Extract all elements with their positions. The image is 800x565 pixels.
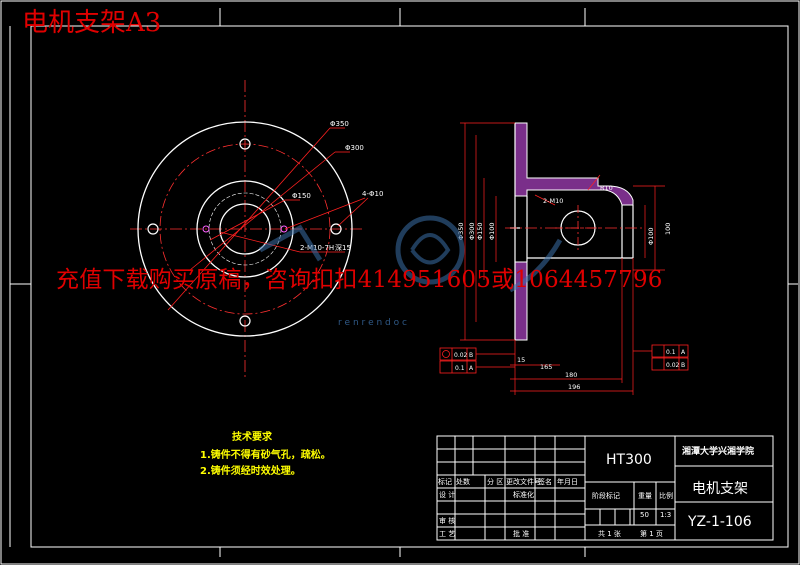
tb-scale-label: 比例 (659, 492, 673, 500)
sec-dim-8: 180 (565, 371, 577, 379)
school-label: 湘潭大学兴湘学院 (682, 447, 755, 457)
tb-scale-value: 1:3 (660, 511, 672, 519)
tb-row-4: 批 准 (513, 530, 530, 538)
sec-dim-4: 2-M10 (543, 197, 563, 205)
tb-sheets-total: 共 1 张 (598, 530, 621, 538)
tol-left-1: B (469, 352, 473, 359)
tb-row-3: 工 艺 (439, 530, 456, 538)
tb-header-5: 年月日 (557, 478, 578, 486)
border-ticks (9, 8, 798, 557)
tb-header-4: 签名 (538, 478, 552, 486)
tol-left-2: 0.1 (455, 365, 465, 372)
tol-right-0: 0.1 (666, 349, 676, 356)
front-label-1: Φ300 (345, 144, 364, 152)
tb-sheet-no: 第 1 页 (640, 530, 663, 538)
tech-requirements-title: 技术要求 (232, 432, 272, 443)
tb-row-2: 审 核 (439, 517, 456, 525)
sec-dim-5: R10 (600, 184, 613, 192)
tap-hole-left (202, 225, 210, 233)
drawing-number: YZ-1-106 (688, 514, 752, 530)
sec-dim-1: Φ300 (468, 222, 476, 240)
section-view: Φ350 Φ300 Φ150 Φ100 2-M10 R10 15 165 180… (439, 122, 689, 395)
tol-left-0: 0.02 (454, 352, 468, 359)
tol-left-3: A (469, 365, 474, 372)
front-label-5: 2-M10-7H (300, 244, 334, 252)
bolt-circle (159, 143, 331, 315)
bolt-hole-bottom (239, 315, 251, 327)
sec-dim-2: Φ150 (476, 222, 484, 240)
section-upper (514, 122, 634, 206)
bore-circle (219, 203, 271, 255)
tb-row-1: 标准化 (513, 491, 534, 499)
bolt-hole-left (147, 223, 159, 235)
drawing-frame (30, 25, 789, 548)
sec-dim-3: Φ100 (488, 222, 496, 240)
tb-weight-label: 重量 (638, 492, 652, 500)
page-title: 电机支架A3 (22, 8, 162, 38)
outer-flange-circle (137, 121, 353, 337)
tolerance-right (633, 344, 689, 371)
watermark-logo (258, 215, 563, 293)
bolt-hole-top (239, 138, 251, 150)
tb-header-0: 标记 (438, 478, 452, 486)
watermark-site: r e n r e n d o c (338, 318, 407, 328)
sec-dim-7: 165 (540, 363, 552, 371)
tb-row-0: 设 计 (439, 491, 456, 499)
promo-banner: 充值下载购买原稿，咨询扣扣414951605或1064457796 (56, 267, 663, 293)
tol-right-3: B (681, 362, 685, 369)
front-label-4: 4-Φ10 (362, 190, 383, 198)
tb-stage-label: 阶段标记 (592, 492, 620, 500)
front-label-2: Φ150 (292, 192, 311, 200)
tap-hole-right (280, 225, 288, 233)
front-label-6: 深15 (335, 243, 351, 252)
tb-header-3: 更改文件号 (506, 478, 541, 486)
sec-dim-0: Φ350 (457, 222, 465, 240)
sec-dim-9: 196 (568, 383, 580, 391)
material-label: HT300 (606, 452, 652, 468)
tb-header-1: 处数 (456, 478, 470, 486)
front-view: Φ350 Φ300 Φ150 4-Φ10 2-M10-7H 深15 (130, 80, 383, 380)
tol-right-1: A (681, 349, 686, 356)
title-block (436, 435, 774, 541)
tol-right-2: 0.02 (666, 362, 680, 369)
sec-dim-10: Φ100 (647, 227, 655, 245)
tolerance-left (439, 347, 515, 374)
part-name-label: 电机支架 (692, 481, 748, 497)
tech-requirement-1: 1.铸件不得有砂气孔，疏松。 (200, 450, 331, 461)
sec-dim-6: 15 (517, 356, 525, 364)
tb-header-2: 分 区 (487, 478, 504, 486)
tb-weight-value: 50 (640, 511, 649, 519)
tech-requirement-2: 2.铸件须经时效处理。 (200, 466, 301, 477)
front-label-0: Φ350 (330, 120, 349, 128)
bolt-hole-right (330, 223, 342, 235)
sec-dim-12: 100 (664, 223, 672, 235)
